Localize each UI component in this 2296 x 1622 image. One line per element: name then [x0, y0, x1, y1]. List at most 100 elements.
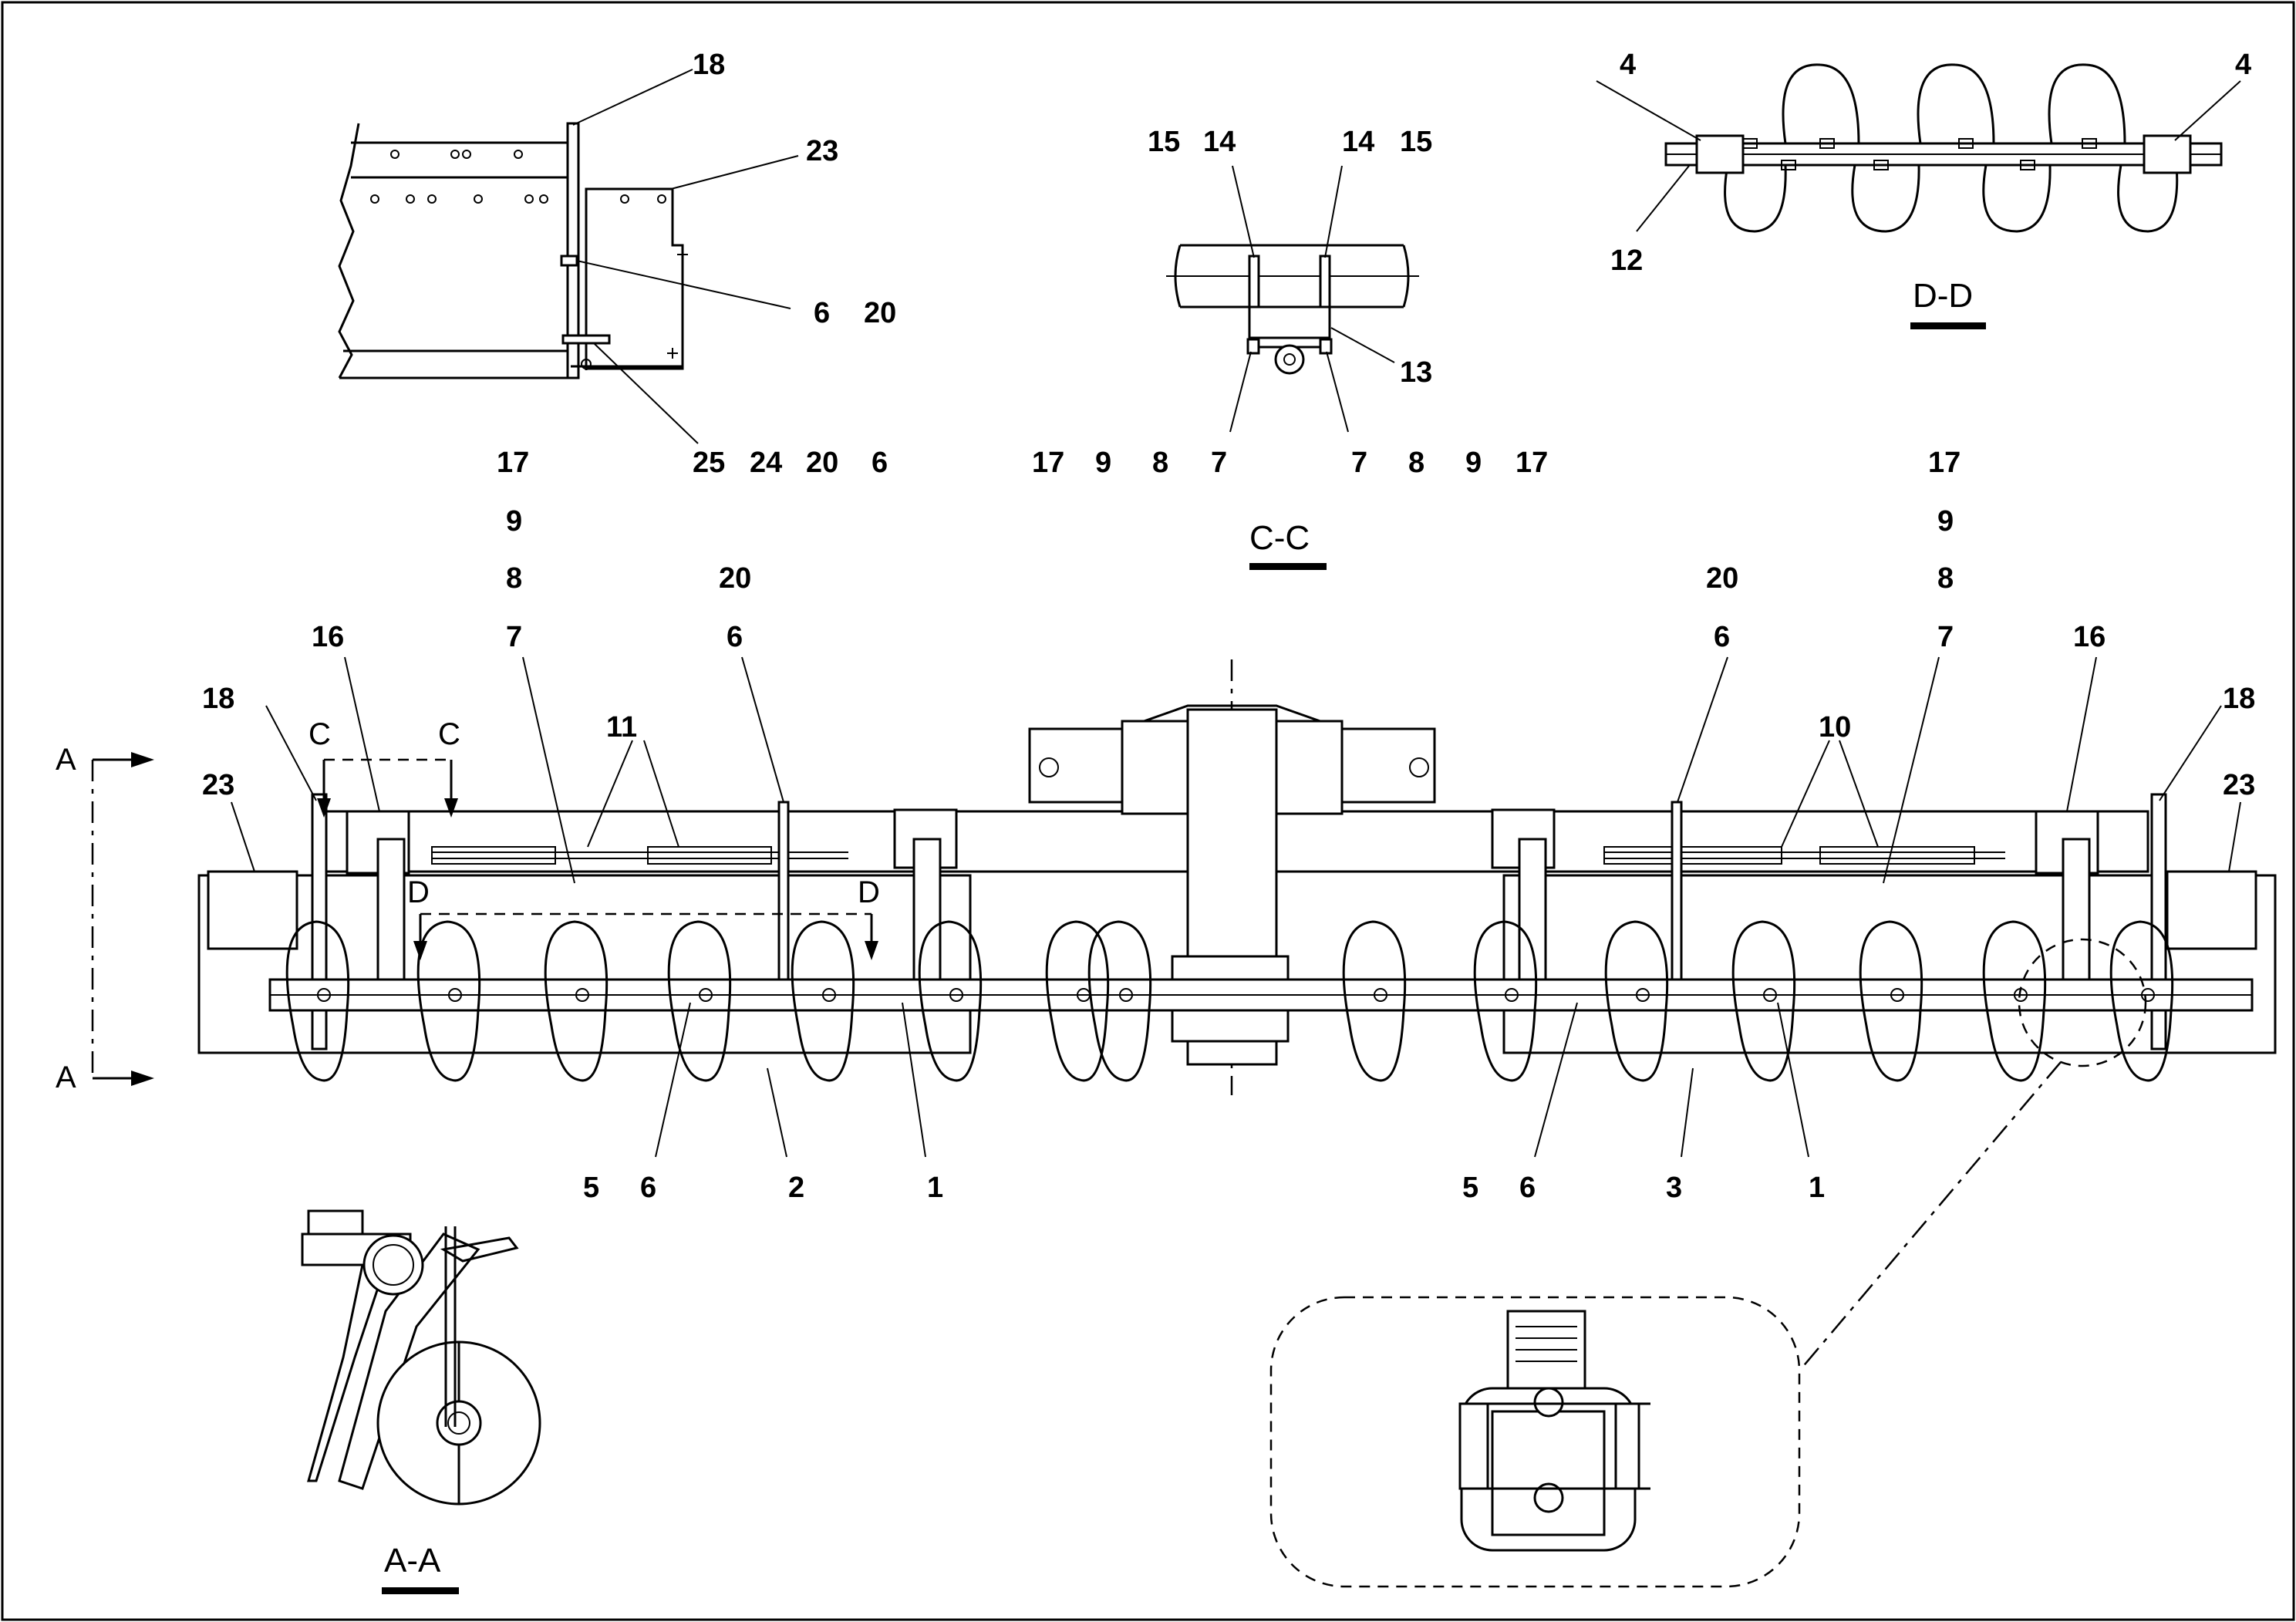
flight-bolt [1763, 988, 1777, 1002]
section-marker-a-top: A [56, 743, 76, 777]
auger-flight [1604, 920, 1669, 1082]
auger-flight [416, 920, 481, 1082]
section-line-c [317, 758, 458, 818]
callout-7-ls: 7 [506, 621, 522, 653]
auger-flight [2109, 920, 2174, 1082]
section-marker-d-right: D [858, 875, 880, 909]
callout-14-cc-l: 14 [1203, 126, 1236, 158]
callout-7-cc-2: 7 [1351, 447, 1367, 479]
callout-4-dd-r: 4 [2235, 49, 2251, 81]
detail-dd [1596, 63, 2241, 329]
section-marker-c-left: C [308, 717, 331, 751]
auger-flight [1045, 920, 1110, 1082]
flight-bolt [699, 988, 713, 1002]
callout-5-br: 5 [1462, 1172, 1478, 1204]
callout-7-cc-1: 7 [1211, 447, 1227, 479]
flight-bolt [317, 988, 331, 1002]
callout-8-cc-1: 8 [1152, 447, 1168, 479]
callout-6-tl2: 6 [872, 447, 888, 479]
main-auger-view [197, 659, 2277, 1095]
callout-18-l: 18 [202, 683, 234, 715]
auger-flight [1731, 920, 1796, 1082]
callout-17-ls: 17 [497, 447, 529, 479]
callout-15-cc-l: 15 [1148, 126, 1180, 158]
section-title-dd: D-D [1913, 277, 1973, 315]
auger-flight [1342, 920, 1407, 1082]
flight-bolt [949, 988, 963, 1002]
callout-8-rs: 8 [1937, 562, 1954, 595]
callout-6-bl: 6 [640, 1172, 656, 1204]
auger-flight [1473, 920, 1538, 1082]
callout-25-tl: 25 [693, 447, 725, 479]
auger-flight [667, 920, 732, 1082]
callout-18-tl: 18 [693, 49, 725, 81]
section-marker-c-right: C [438, 717, 460, 751]
callout-4-dd-l: 4 [1620, 49, 1636, 81]
callout-16-l: 16 [312, 621, 344, 653]
callout-8-cc-2: 8 [1408, 447, 1424, 479]
callout-11: 11 [606, 711, 637, 744]
flight-bolt [1119, 988, 1133, 1002]
detail-cc [1166, 165, 1419, 570]
section-marker-d-left: D [407, 875, 430, 909]
auger-flight [1859, 920, 1923, 1082]
flight-bolt [1636, 988, 1650, 1002]
callout-2-bl: 2 [788, 1172, 804, 1204]
flight-bolt [2141, 988, 2155, 1002]
callout-24-tl: 24 [750, 447, 782, 479]
main-leaders [231, 656, 2241, 1158]
callout-7-rs: 7 [1937, 621, 1954, 653]
callout-20-tl: 20 [864, 297, 896, 329]
callout-17-cc-1: 17 [1032, 447, 1064, 479]
section-line-a [91, 752, 154, 1086]
callout-15-cc-r: 15 [1400, 126, 1432, 158]
flight-bolt [1890, 988, 1904, 1002]
flight-bolt [1505, 988, 1519, 1002]
callout-13-cc: 13 [1400, 356, 1432, 389]
callout-9-ls: 9 [506, 505, 522, 538]
flight-bolt [1374, 988, 1387, 1002]
section-title-aa: A-A [384, 1542, 441, 1580]
section-marker-a-bottom: A [56, 1061, 76, 1094]
auger-flight [1982, 920, 2047, 1082]
callout-10: 10 [1819, 711, 1851, 744]
callout-6-br: 6 [1519, 1172, 1536, 1204]
callout-9-cc-1: 9 [1095, 447, 1111, 479]
callout-14-cc-r: 14 [1342, 126, 1374, 158]
auger-flights [285, 920, 2174, 1082]
callout-16-r: 16 [2073, 621, 2106, 653]
detail-top-left [338, 69, 799, 444]
callout-6-rp: 6 [1714, 621, 1730, 653]
flight-bolt [575, 988, 589, 1002]
callout-17-cc-2: 17 [1515, 447, 1548, 479]
callout-8-ls: 8 [506, 562, 522, 595]
auger-flight [1087, 920, 1152, 1082]
callout-17-rs: 17 [1928, 447, 1961, 479]
callout-20-lp: 20 [719, 562, 751, 595]
auger-flight [285, 920, 350, 1082]
flight-bolt [822, 988, 836, 1002]
callout-1-bl: 1 [927, 1172, 943, 1204]
detail-aa [301, 1209, 541, 1594]
callout-23-tl: 23 [806, 135, 838, 167]
callout-1-br: 1 [1809, 1172, 1825, 1204]
callout-20-rp: 20 [1706, 562, 1738, 595]
callout-9-cc-2: 9 [1465, 447, 1482, 479]
callout-3-br: 3 [1666, 1172, 1682, 1204]
section-title-cc: C-C [1249, 519, 1310, 557]
callout-12-dd: 12 [1610, 244, 1643, 277]
flight-bolt [448, 988, 462, 1002]
section-line-d [413, 912, 878, 960]
callout-18-r: 18 [2223, 683, 2255, 715]
zoom-detail [1269, 938, 2147, 1588]
callout-23-l: 23 [202, 769, 234, 801]
callout-6-lp: 6 [727, 621, 743, 653]
callout-20-tl2: 20 [806, 447, 838, 479]
callout-23-r: 23 [2223, 769, 2255, 801]
auger-flight [918, 920, 983, 1082]
callout-9-rs: 9 [1937, 505, 1954, 538]
callout-5-bl: 5 [583, 1172, 599, 1204]
